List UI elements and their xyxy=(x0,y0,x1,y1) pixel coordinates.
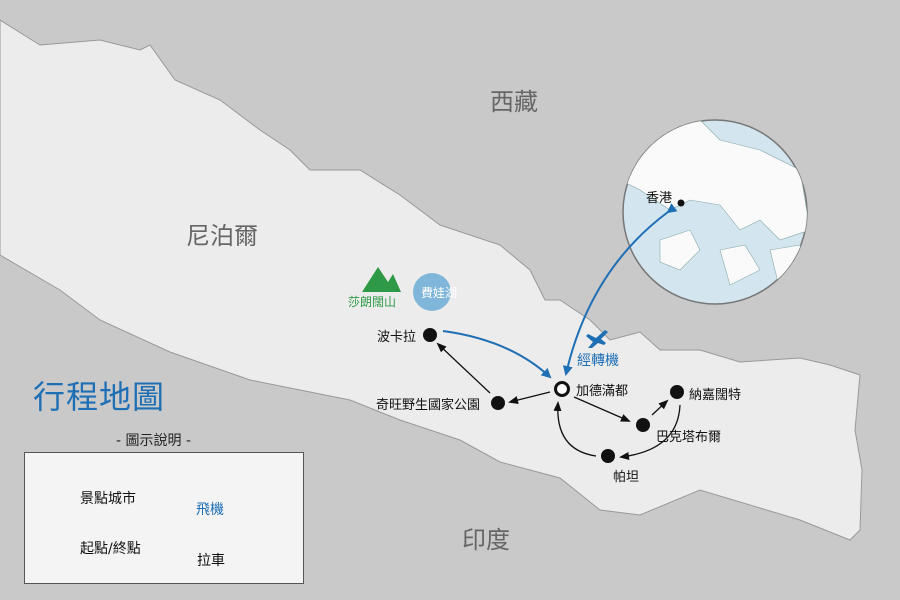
region-india: 印度 xyxy=(462,526,510,554)
legend-car-label: 拉車 xyxy=(197,553,225,569)
car-route-kathmandu-bhaktapur xyxy=(573,396,631,422)
pokhara-dot xyxy=(423,328,437,342)
label-chitwan: 奇旺野生國家公園 xyxy=(376,398,481,413)
car-route-chitwan-pokhara xyxy=(436,342,491,394)
label-mountain: 莎朗闊山 xyxy=(348,295,397,309)
bhaktapur-dot xyxy=(636,418,650,432)
car-route-bhaktapur-nagarkot xyxy=(651,399,669,416)
kathmandu-marker xyxy=(554,381,570,397)
region-nepal: 尼泊爾 xyxy=(186,222,258,250)
nagarkot-dot xyxy=(670,385,684,399)
legend-box xyxy=(24,452,304,584)
car-route-nagarkot-patan xyxy=(619,404,681,460)
label-patan: 帕坦 xyxy=(613,470,640,485)
mountain-icon xyxy=(362,267,401,292)
flight-route-hongkong-kathmandu xyxy=(562,203,678,376)
chitwan-dot xyxy=(491,396,505,410)
lake-icon xyxy=(413,273,451,311)
label-hongkong: 香港 xyxy=(646,191,673,206)
label-lake: 費娃湖 xyxy=(421,286,458,300)
label-transfer: 經轉機 xyxy=(577,353,619,369)
patan-dot xyxy=(601,449,615,463)
legend-city-label: 景點城市 xyxy=(80,491,136,507)
page-title: 行程地圖 xyxy=(33,378,166,416)
hongkong-inset xyxy=(622,119,808,305)
label-bhaktapur: 巴克塔布爾 xyxy=(656,430,722,445)
legend-start-end-label: 起點/終點 xyxy=(80,541,141,557)
legend-flight-label: 飛機 xyxy=(196,502,224,518)
legend-title: - 圖示說明 - xyxy=(116,433,192,449)
car-route-patan-kathmandu xyxy=(553,401,597,457)
car-route-kathmandu-chitwan xyxy=(508,391,551,404)
flight-route-pokhara-kathmandu xyxy=(442,330,552,379)
region-tibet: 西藏 xyxy=(490,88,538,116)
airplane-icon xyxy=(586,330,608,348)
label-kathmandu: 加德滿都 xyxy=(576,384,629,399)
label-nagarkot: 納嘉闊特 xyxy=(689,388,742,403)
label-pokhara: 波卡拉 xyxy=(377,330,417,345)
